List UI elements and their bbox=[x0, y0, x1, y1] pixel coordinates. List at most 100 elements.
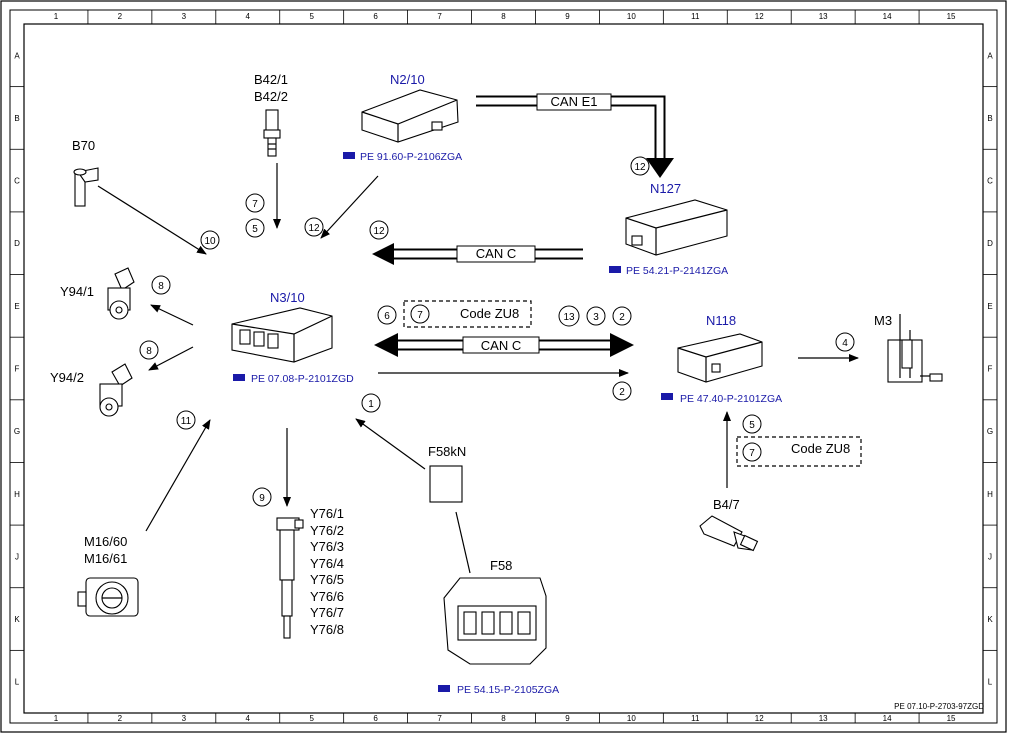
circle-2-b: 2 bbox=[612, 381, 632, 401]
n2-10-ref-icon bbox=[343, 152, 355, 159]
svg-text:2: 2 bbox=[619, 387, 625, 398]
grid-row-label-left: G bbox=[14, 427, 20, 436]
svg-text:11: 11 bbox=[181, 416, 192, 427]
grid-col-label-top: 15 bbox=[947, 12, 956, 21]
n127-module-icon bbox=[625, 199, 728, 256]
circle-13: 13 bbox=[558, 305, 580, 327]
n3-10-ecu-icon bbox=[231, 307, 333, 363]
y94-1-label: Y94/1 bbox=[60, 284, 94, 299]
circle-11: 11 bbox=[176, 410, 196, 430]
svg-text:4: 4 bbox=[842, 338, 848, 349]
svg-text:7: 7 bbox=[749, 448, 755, 459]
arrow-n3-y94-1 bbox=[150, 304, 194, 326]
arrow-n3-y94-2 bbox=[148, 346, 194, 371]
svg-text:10: 10 bbox=[204, 236, 216, 247]
grid-row-label-right: G bbox=[987, 427, 993, 436]
grid-col-label-bottom: 1 bbox=[54, 714, 59, 723]
arrow-f58kn-n3 bbox=[355, 418, 426, 470]
line-f58kn-f58 bbox=[455, 511, 471, 574]
can-e1-label: CAN E1 bbox=[551, 94, 598, 109]
y76-label-4: Y76/4 bbox=[310, 556, 344, 571]
grid-row-label-left: D bbox=[14, 239, 20, 248]
y94-2-label: Y94/2 bbox=[50, 370, 84, 385]
grid-col-label-bottom: 5 bbox=[309, 714, 314, 723]
n3-10-ref: PE 07.08-P-2101ZGD bbox=[251, 373, 354, 385]
f58kn-relay-icon bbox=[429, 465, 463, 503]
grid-col-label-top: 7 bbox=[437, 12, 442, 21]
b42-label-2: B42/2 bbox=[254, 89, 288, 104]
grid-row-label-left: H bbox=[14, 490, 20, 499]
n118-ref-icon bbox=[661, 393, 673, 400]
grid-col-label-top: 1 bbox=[54, 12, 59, 21]
grid-col-label-top: 13 bbox=[819, 12, 828, 21]
n2-10-module-icon bbox=[361, 89, 459, 143]
svg-text:7: 7 bbox=[417, 310, 423, 321]
n118-ref: PE 47.40-P-2101ZGA bbox=[680, 393, 782, 405]
arrow-m16-n3 bbox=[145, 419, 211, 532]
b4-7-label: B4/7 bbox=[713, 497, 740, 512]
f58-ref: PE 54.15-P-2105ZGA bbox=[457, 684, 559, 696]
grid-row-label-left: J bbox=[15, 552, 19, 561]
grid-col-label-bottom: 12 bbox=[755, 714, 764, 723]
circle-12-canc: 12 bbox=[369, 220, 389, 240]
grid-col-label-top: 11 bbox=[691, 12, 700, 21]
grid-row-label-right: F bbox=[988, 365, 993, 374]
svg-text:8: 8 bbox=[146, 346, 152, 357]
m3-label: M3 bbox=[874, 313, 892, 328]
code-zu8-a-label: Code ZU8 bbox=[460, 306, 519, 321]
circle-6: 6 bbox=[377, 305, 397, 325]
drawing-border bbox=[23, 23, 984, 714]
grid-col-label-top: 14 bbox=[883, 12, 892, 21]
svg-text:5: 5 bbox=[252, 224, 258, 235]
grid-col-label-bottom: 8 bbox=[501, 714, 506, 723]
n127-label: N127 bbox=[650, 181, 681, 196]
y94-1-valve-icon bbox=[107, 267, 135, 320]
grid-col-label-bottom: 13 bbox=[819, 714, 828, 723]
grid-col-label-bottom: 10 bbox=[627, 714, 636, 723]
grid-col-label-bottom: 15 bbox=[947, 714, 956, 723]
f58-ref-icon bbox=[438, 685, 450, 692]
grid-col-label-top: 8 bbox=[501, 12, 506, 21]
m16-throttle-icon bbox=[77, 577, 139, 617]
code-zu8-b-label: Code ZU8 bbox=[791, 441, 850, 456]
n2-10-ref: PE 91.60-P-2106ZGA bbox=[360, 151, 462, 163]
svg-text:8: 8 bbox=[158, 281, 164, 292]
f58kn-label: F58kN bbox=[428, 444, 466, 459]
grid-row-label-left: A bbox=[14, 51, 20, 60]
arrow-n2-n3 bbox=[320, 175, 379, 239]
n118-module-icon bbox=[677, 333, 763, 383]
n3-10-ref-icon bbox=[233, 374, 245, 381]
b42-label-1: B42/1 bbox=[254, 72, 288, 87]
arrow-b70-n3 bbox=[97, 185, 207, 255]
grid-col-label-bottom: 2 bbox=[118, 714, 123, 723]
b70-sensor-icon bbox=[73, 167, 99, 207]
svg-text:13: 13 bbox=[563, 312, 575, 323]
can-c-mid-label: CAN C bbox=[481, 338, 521, 353]
grid-col-label-bottom: 6 bbox=[373, 714, 378, 723]
n2-10-label: N2/10 bbox=[390, 72, 425, 87]
m16-label-2: M16/61 bbox=[84, 551, 127, 566]
f58-fusebox-icon bbox=[443, 577, 547, 665]
n118-label: N118 bbox=[706, 313, 736, 328]
b70-label: B70 bbox=[72, 138, 95, 153]
y76-label-6: Y76/6 bbox=[310, 589, 344, 604]
circle-10: 10 bbox=[200, 230, 220, 250]
grid-row-label-left: L bbox=[15, 678, 20, 687]
can-c-top-label: CAN C bbox=[476, 246, 516, 261]
grid-col-label-top: 2 bbox=[118, 12, 123, 21]
circle-5-b42: 5 bbox=[245, 218, 265, 238]
n127-ref-icon bbox=[609, 266, 621, 273]
y76-injector-icon bbox=[276, 517, 304, 639]
svg-text:12: 12 bbox=[308, 223, 320, 234]
circle-2-a: 2 bbox=[612, 306, 632, 326]
grid-col-label-top: 9 bbox=[565, 12, 570, 21]
circle-8-b: 8 bbox=[139, 340, 159, 360]
svg-text:6: 6 bbox=[384, 311, 390, 322]
n127-ref: PE 54.21-P-2141ZGA bbox=[626, 265, 728, 277]
y94-2-valve-icon bbox=[99, 363, 133, 417]
grid-row-label-right: B bbox=[987, 114, 992, 123]
grid-row-label-right: H bbox=[987, 490, 993, 499]
f58-label: F58 bbox=[490, 558, 512, 573]
